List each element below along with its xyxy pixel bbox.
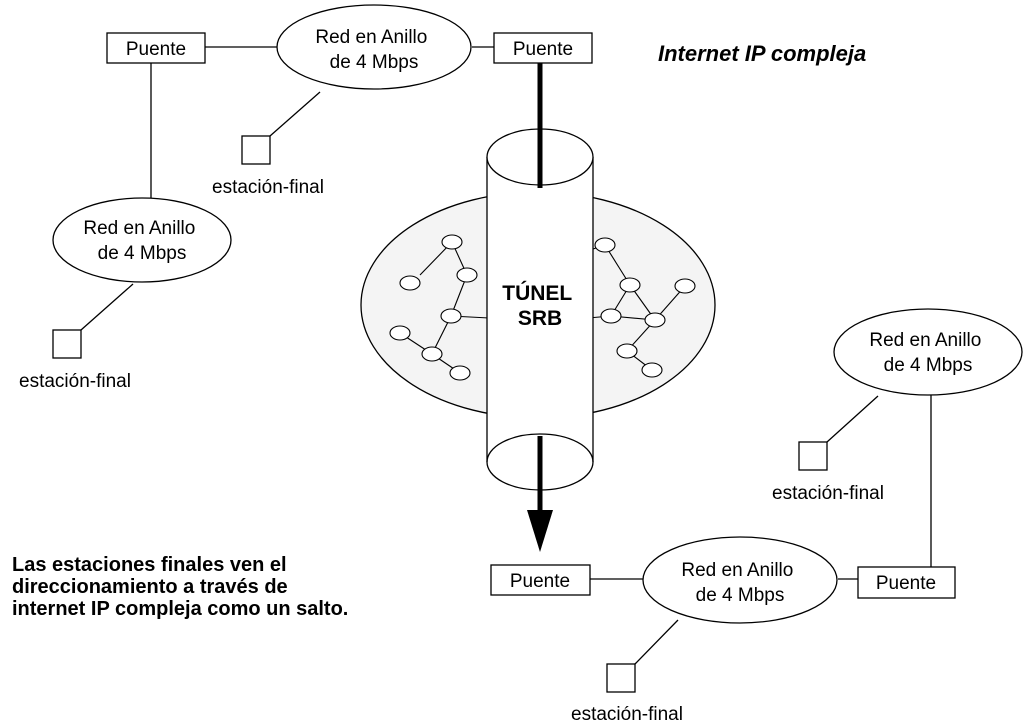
end-station-box [241, 135, 271, 165]
link-ring2-station2 [80, 283, 134, 331]
tunnel-label-line1: TÚNEL [502, 281, 572, 305]
cloud-router-node [644, 312, 666, 328]
ring-label-line1: Red en Anillo [315, 27, 427, 48]
ring-label-line1: Red en Anillo [869, 330, 981, 351]
token-ring [276, 4, 472, 90]
ring-label: Red en Anillo de 4 Mbps [83, 218, 200, 264]
caption-line: direccionamiento a través de [12, 576, 288, 598]
end-station-label: estación-final [212, 177, 324, 198]
end-station-label: estación-final [19, 371, 131, 392]
tunnel-label: TÚNEL SRB [502, 281, 577, 330]
srb-tunnel-cylinder [486, 128, 594, 491]
link-ring4-station4 [826, 395, 879, 443]
end-station-label: estación-final [772, 483, 884, 504]
cloud-router-node [456, 267, 478, 283]
diagram-title: Internet IP compleja [658, 41, 866, 66]
ring-label-line2: de 4 Mbps [884, 355, 973, 376]
diagram-caption: Las estaciones finales ven el direcciona… [12, 554, 348, 620]
token-ring [642, 536, 838, 624]
token-ring [833, 308, 1023, 396]
link-ring1-station1 [269, 91, 321, 137]
tunnel-flow-arrow [527, 63, 553, 552]
end-station-label: estación-final [571, 704, 683, 725]
token-ring [52, 197, 232, 283]
end-station-box [798, 441, 828, 471]
ring-label-line1: Red en Anillo [681, 560, 793, 581]
cloud-router-node [594, 237, 616, 253]
bridge-label: Puente [126, 39, 186, 60]
bridge-label: Puente [510, 571, 570, 592]
caption-line: internet IP compleja como un salto. [12, 598, 348, 620]
cloud-router-node [399, 275, 421, 291]
ring-label: Red en Anillo de 4 Mbps [869, 330, 986, 376]
ring-label-line2: de 4 Mbps [696, 585, 785, 606]
ring-label-line2: de 4 Mbps [330, 52, 419, 73]
cloud-router-node [441, 234, 463, 250]
cloud-router-node [619, 277, 641, 293]
cloud-router-node [389, 325, 411, 341]
bridge-box [490, 564, 591, 596]
bridge-label: Puente [513, 39, 573, 60]
cloud-router-node [616, 343, 638, 359]
end-station-box [606, 663, 636, 693]
cloud-router-node [421, 346, 443, 362]
bridge-box [106, 32, 206, 64]
link-ring3-station3 [634, 619, 679, 665]
bridge-label: Puente [876, 573, 936, 594]
caption-line: Las estaciones finales ven el [12, 554, 287, 576]
ring-label: Red en Anillo de 4 Mbps [315, 27, 432, 73]
end-station-box [52, 329, 82, 359]
ring-label: Red en Anillo de 4 Mbps [681, 560, 798, 606]
bridge-box [493, 32, 593, 64]
cloud-router-node [600, 308, 622, 324]
cloud-router-node [440, 308, 462, 324]
tunnel-label-line2: SRB [518, 307, 562, 330]
cloud-router-node [641, 362, 663, 378]
ring-label-line1: Red en Anillo [83, 218, 195, 239]
bridge-box [857, 566, 956, 599]
ring-label-line2: de 4 Mbps [98, 243, 187, 264]
cloud-router-node [674, 278, 696, 294]
cloud-router-node [449, 365, 471, 381]
